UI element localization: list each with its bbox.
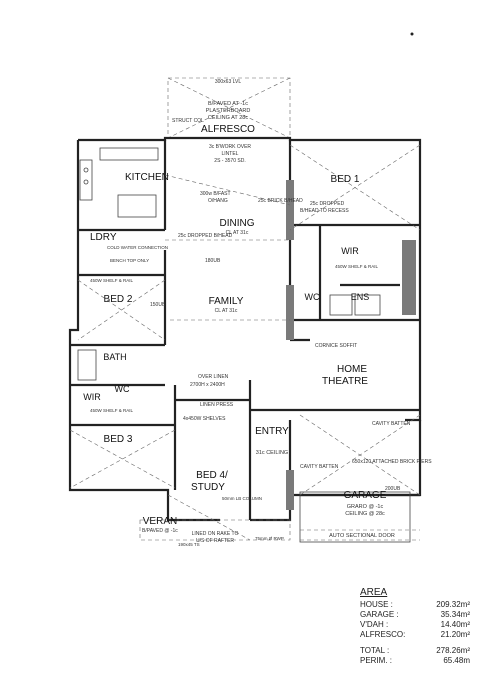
note-rwp: 75mm Ø RWP (255, 536, 284, 541)
veranda-outline (139, 519, 291, 541)
room-bed3: BED 3 (104, 434, 133, 445)
note-bfast: 300w B/FAST (200, 191, 231, 197)
note-lined1: LINED ON RAKE TO (192, 531, 239, 537)
note-cornice3: 2700H x 2400H (190, 382, 225, 388)
room-kitchen: KITCHEN (125, 172, 169, 183)
area-alfresco-value: 21.20m² (440, 630, 470, 639)
room-study: STUDY (191, 482, 225, 493)
brick-piers (286, 180, 416, 510)
room-wc2: WC (115, 384, 130, 394)
note-shelves: 4x450W SHELVES (183, 416, 226, 422)
room-dining: DINING (220, 218, 255, 229)
note-struct-col: STRUCT COL (172, 118, 204, 124)
note-lintel1: 3c B'WORK OVER (209, 144, 251, 150)
room-bed4: BED 4/ (196, 470, 228, 481)
alfresco-outline (167, 77, 291, 139)
room-alfresco: ALFRESCO (201, 124, 255, 135)
area-vdah-value: 14.40m² (440, 620, 470, 629)
note-lintel2: LINTEL (222, 151, 239, 157)
note-ohang: O/HANG (208, 198, 228, 204)
area-heading: AREA (360, 587, 388, 598)
room-entry: ENTRY (255, 426, 289, 437)
room-bed2: BED 2 (104, 294, 133, 305)
area-garage-label: GARAGE : (360, 610, 399, 619)
note-linen: LINEN PRESS (200, 402, 234, 408)
area-row-vdah: V'DAH : 14.40m² (360, 620, 470, 630)
note-dropped1: 25c DROPPED B/HEAD (178, 233, 233, 239)
note-cold-water: COLD WATER CONNECTION (107, 245, 168, 250)
area-vdah-label: V'DAH : (360, 620, 389, 629)
note-veran-paved: B/PAVED @ -1c (142, 528, 178, 534)
area-alfresco-label: ALFRESCO: (360, 630, 406, 639)
area-summary: AREA HOUSE : 209.32m² GARAGE : 35.34m² V… (360, 588, 470, 666)
outer-walls (68, 136, 422, 543)
area-house-value: 209.32m² (436, 600, 470, 609)
area-total-label: TOTAL : (360, 646, 390, 655)
kitchen-fixtures (79, 147, 159, 218)
note-ub200: 200UB (385, 486, 401, 492)
area-total-value: 278.26m² (436, 646, 470, 655)
note-bench: BENCH TOP ONLY (110, 258, 149, 263)
note-shelf2: 450W SHELF & RAIL (90, 278, 134, 283)
area-row-perim: PERIM. : 65.48m (360, 656, 470, 666)
room-family: FAMILY (209, 296, 244, 307)
note-auto-door: AUTO SECTIONAL DOOR (329, 533, 395, 539)
note-attached: 650x120 ATTACHED BRICK PIERS (352, 459, 432, 465)
entry-ceiling: 31c CEILING (256, 450, 288, 456)
area-row-garage: GARAGE : 35.34m² (360, 610, 470, 620)
room-wc1: WC (305, 292, 320, 302)
area-row-total: TOTAL : 278.26m² (360, 646, 470, 656)
internal-walls (70, 140, 420, 520)
room-veran: VERAN (143, 516, 177, 527)
note-ub150: 150UB (150, 302, 166, 308)
room-theatre: THEATRE (322, 376, 368, 387)
garage-door (300, 529, 420, 541)
area-row-alfresco: ALFRESCO: 21.20m² (360, 630, 470, 640)
bath-fixtures (77, 294, 381, 381)
note-lintel3: 2S - 3570 SD. (214, 158, 245, 164)
note-garage-ceiling: CEILING @ 28c (345, 511, 385, 517)
room-ens: ENS (351, 292, 370, 302)
note-ub180: 180UB (205, 258, 221, 264)
note-cavity1: CAVITY BATTEN (372, 421, 411, 427)
note-bed1-drop1: 25c DROPPED (310, 201, 345, 207)
north-icon (410, 32, 414, 36)
note-brick-bh: 25c BRICK B/HEAD (258, 198, 303, 204)
note-alf-top: 300x63 LVL (215, 79, 242, 85)
room-ldry: LDRY (90, 232, 117, 243)
note-alf-paved: B/PAVED AT -1c (208, 101, 248, 107)
note-alf-ceiling1: PLASTERBOARD (206, 108, 251, 114)
note-column: 50mm LB COLUMN (222, 496, 262, 501)
note-shelf3: 450W SHELF & RAIL (90, 408, 134, 413)
note-bed1-drop2: B/HEAD TO RECESS (300, 208, 349, 214)
note-cavity2: CAVITY BATTEN (300, 464, 339, 470)
dining-ceiling: CL AT 31c (226, 230, 249, 236)
note-alf-ceiling2: CEILING AT 28c (208, 115, 248, 121)
beam-lines (69, 144, 421, 541)
note-cornice2: OVER LINEN (198, 374, 229, 380)
area-perim-label: PERIM. : (360, 656, 393, 665)
note-garage-paved: GRARO @ -1c (347, 504, 384, 510)
note-lined2: U/S OF RAFTER (196, 538, 234, 544)
room-bed1: BED 1 (331, 174, 360, 185)
room-home: HOME (337, 364, 367, 375)
room-wir1: WIR (341, 246, 359, 256)
family-ceiling: CL AT 31c (215, 308, 238, 314)
room-bath: BATH (103, 352, 126, 362)
note-lvl: 190x45 TS (178, 542, 200, 547)
area-row-house: HOUSE : 209.32m² (360, 600, 470, 610)
room-garage: GARAGE (344, 490, 387, 501)
area-perim-value: 65.48m (443, 656, 470, 665)
area-garage-value: 35.34m² (440, 610, 470, 619)
area-house-label: HOUSE : (360, 600, 393, 609)
note-shelf1: 450W SHELF & RAIL (335, 264, 379, 269)
room-wir2: WIR (83, 392, 101, 402)
note-cornice1: CORNICE SOFFIT (315, 343, 357, 349)
